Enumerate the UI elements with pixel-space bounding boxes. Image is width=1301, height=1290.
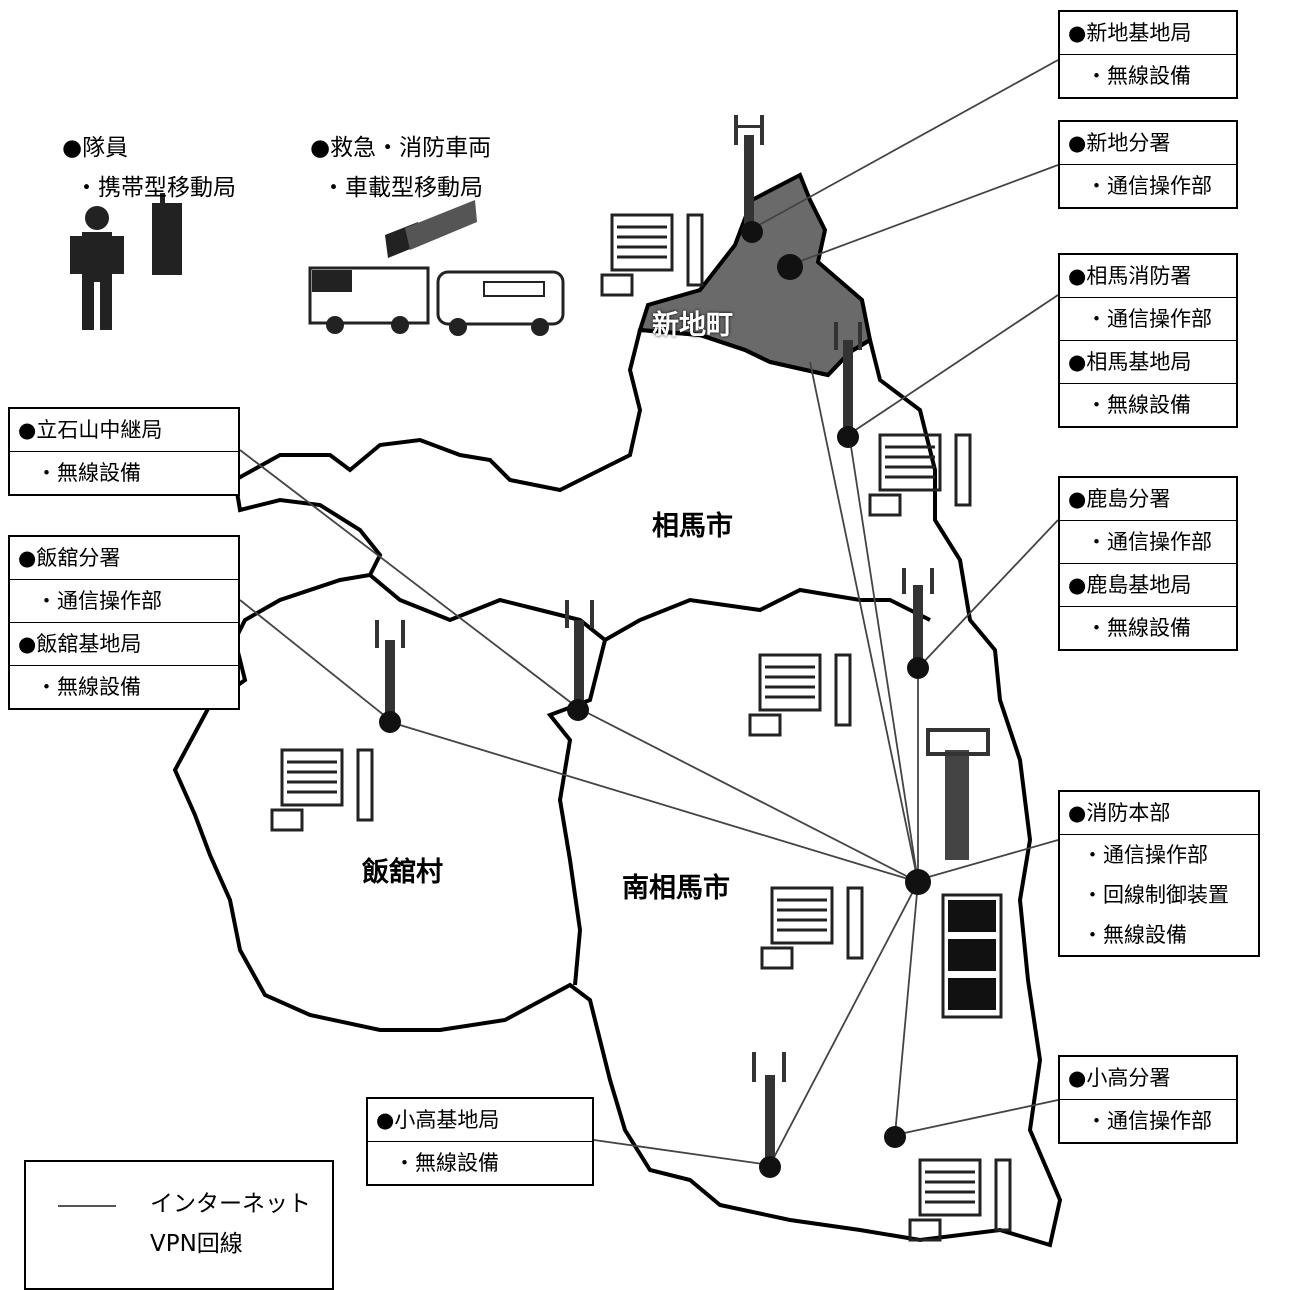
legend-line-sample: [58, 1205, 116, 1207]
label-title: ●新地基地局: [1068, 21, 1192, 45]
label-iitate-branch-and-base: ●飯舘分署 ・通信操作部 ●飯舘基地局 ・無線設備: [8, 535, 240, 710]
label-odaka-branch: ●小高分署 ・通信操作部: [1058, 1055, 1238, 1144]
label-title: ●飯舘分署: [18, 546, 121, 570]
boundary-soma-minamisoma: [604, 587, 931, 642]
label-item: ・通信操作部: [1060, 164, 1236, 207]
label-title: ●立石山中継局: [18, 418, 163, 442]
label-item: ・無線設備: [368, 1141, 592, 1184]
tower-kashima-base: [902, 568, 934, 665]
crew-title: ●隊員: [62, 135, 129, 161]
boundary-outer: [172, 327, 1063, 1248]
tower-tateishi-relay: [565, 600, 594, 706]
server-rack-icon: [941, 893, 1003, 1019]
tower-hq: [926, 728, 990, 860]
legend-line2: VPN回線: [150, 1231, 243, 1257]
label-item: ・通信操作部: [1060, 297, 1236, 340]
legend-line1: インターネット: [150, 1191, 311, 1217]
vehicle-item: ・車載型移動局: [322, 175, 483, 201]
place-shinchi: 新地町: [652, 310, 733, 341]
boundary-iitate-minamisoma: [368, 573, 608, 986]
label-item: ・無線設備: [1060, 383, 1236, 426]
tower-iitate-base: [375, 620, 405, 718]
label-item: ・通信操作部: [10, 579, 238, 622]
handheld-radio-icon: [152, 193, 182, 275]
label-fire-hq: ●消防本部 ・通信操作部 ・回線制御装置 ・無線設備: [1058, 790, 1260, 957]
station-dots: [379, 221, 931, 1178]
label-title: ●相馬消防署: [1068, 264, 1192, 288]
legend: インターネット VPN回線: [24, 1160, 334, 1290]
label-item: ・通信操作部: [1060, 834, 1258, 875]
place-iitate: 飯舘村: [362, 857, 443, 888]
place-soma: 相馬市: [652, 511, 733, 542]
label-item: ・回線制御装置: [1082, 883, 1229, 907]
place-minamisoma: 南相馬市: [622, 873, 730, 904]
firefighter-icon: [70, 206, 124, 330]
crew-item: ・携帯型移動局: [75, 175, 236, 201]
label-title: ●鹿島分署: [1068, 487, 1171, 511]
label-title: ●鹿島基地局: [1060, 563, 1236, 606]
label-title: ●小高分署: [1068, 1066, 1171, 1090]
label-item: ・無線設備: [1060, 606, 1236, 649]
legend-text: インターネット VPN回線: [150, 1184, 311, 1264]
tower-shinchi-base: [734, 115, 764, 230]
console-icons: [270, 213, 1012, 1242]
label-kashima-branch-and-base: ●鹿島分署 ・通信操作部 ●鹿島基地局 ・無線設備: [1058, 476, 1238, 651]
label-item: ・無線設備: [1060, 54, 1236, 97]
label-item: ・通信操作部: [1060, 1099, 1236, 1142]
tower-soma-base: [834, 322, 862, 435]
label-item: ・無線設備: [1082, 923, 1187, 947]
label-tateishi-relay: ●立石山中継局 ・無線設備: [8, 407, 240, 496]
label-title: ●飯舘基地局: [10, 622, 238, 665]
label-shinchi-base: ●新地基地局 ・無線設備: [1058, 10, 1238, 99]
label-item: ・無線設備: [10, 451, 238, 494]
label-title: ●小高基地局: [376, 1108, 500, 1132]
label-title: ●消防本部: [1068, 801, 1171, 825]
vehicle-radio-icon: [385, 200, 477, 258]
label-odaka-base: ●小高基地局 ・無線設備: [366, 1097, 594, 1186]
fire-truck-icon: [308, 266, 430, 334]
vpn-lines: [239, 59, 1059, 1166]
label-title: ●新地分署: [1068, 131, 1171, 155]
vehicle-title: ●救急・消防車両: [310, 135, 492, 161]
label-soma-station-and-base: ●相馬消防署 ・通信操作部 ●相馬基地局 ・無線設備: [1058, 253, 1238, 428]
tower-odaka-base: [752, 1052, 786, 1163]
label-title: ●相馬基地局: [1060, 340, 1236, 383]
label-shinchi-branch: ●新地分署 ・通信操作部: [1058, 120, 1238, 209]
ambulance-icon: [436, 270, 565, 336]
label-item: ・無線設備: [10, 665, 238, 708]
label-item: ・通信操作部: [1060, 520, 1236, 563]
